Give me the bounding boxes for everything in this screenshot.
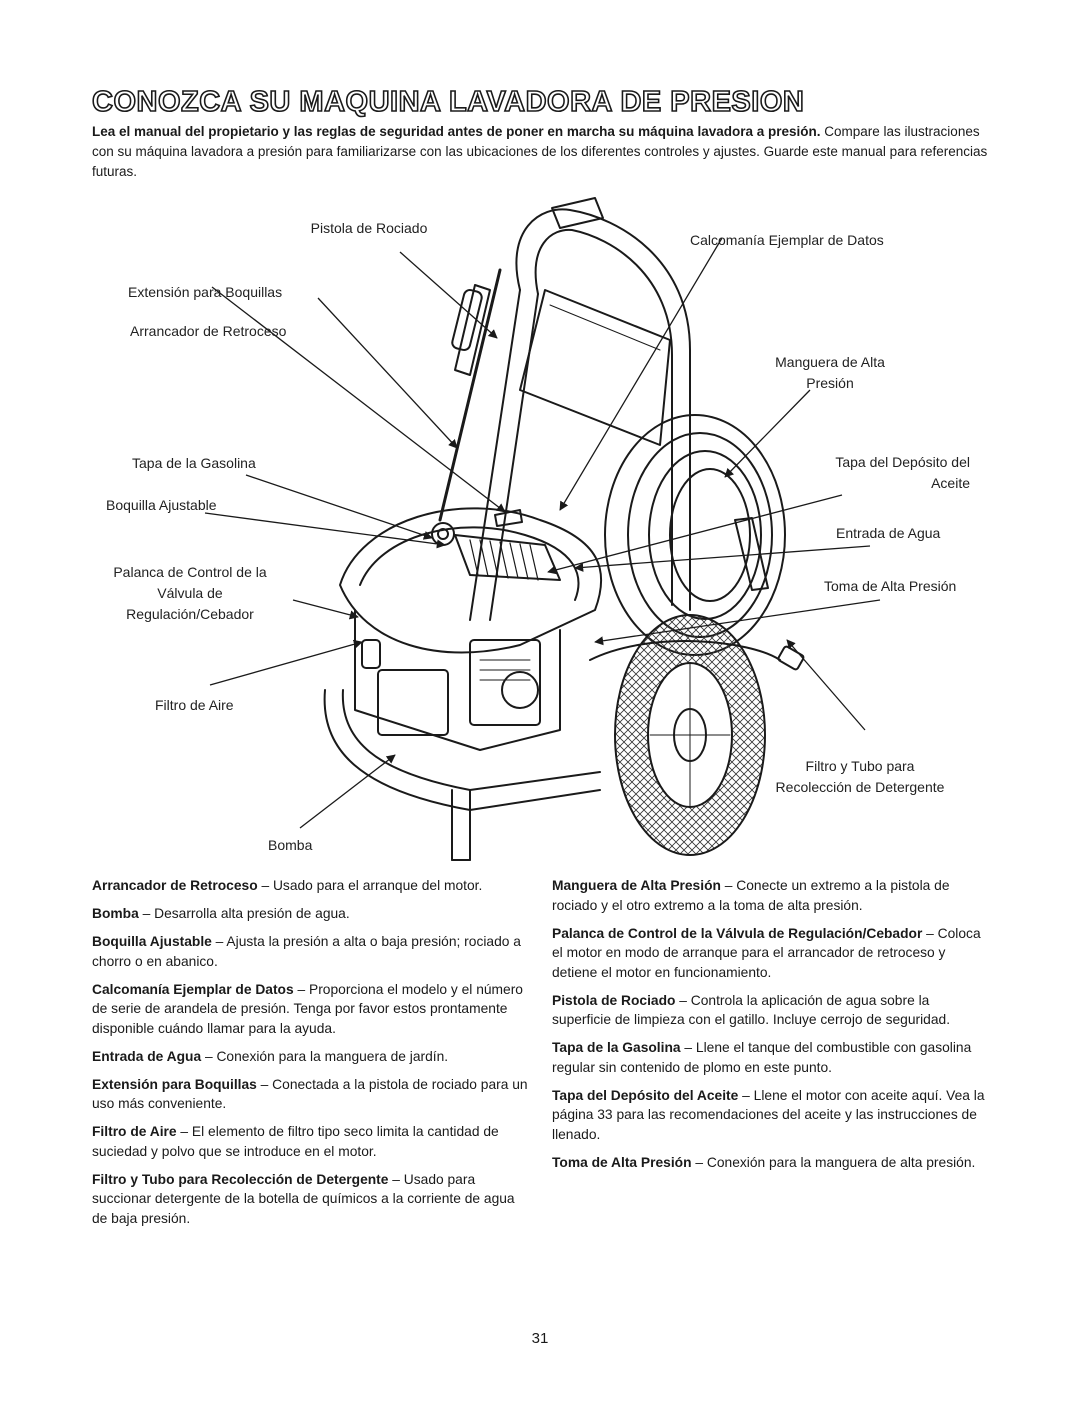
definition: – Conexión para la manguera de jardín. bbox=[201, 1048, 449, 1064]
label-oil-cap: Tapa del Depósito del Aceite bbox=[790, 452, 970, 494]
definition: – Conectada a la pistola de rociado para… bbox=[92, 1076, 528, 1112]
definition: – El elemento de filtro tipo seco limita… bbox=[92, 1124, 499, 1159]
label-detergent-line-1: Filtro y Tubo para bbox=[805, 758, 915, 774]
intro-text: Compare las ilustraciones con su máquina… bbox=[92, 124, 988, 179]
handle-grip bbox=[551, 197, 604, 229]
label-detergent-line-2: Recolección de Detergente bbox=[775, 779, 945, 795]
desc-data-decal: Calcomanía Ejemplar de Datos – Proporcio… bbox=[92, 980, 530, 1039]
desc-recoil-starter: Arrancador de Retroceso – Usado para el … bbox=[92, 876, 530, 896]
desc-high-pressure-outlet: Toma de Alta Presión – Conexión para la … bbox=[552, 1153, 992, 1173]
engine-body bbox=[354, 609, 561, 751]
label-high-pressure-hose: Manguera de Alta Presión bbox=[760, 352, 900, 394]
label-throttle-lever: Palanca de Control de la Válvula de Regu… bbox=[90, 562, 290, 625]
definition: – Usado para succionar detergente de la … bbox=[92, 1171, 515, 1226]
label-throttle-line-3: Regulación/Cebador bbox=[126, 606, 254, 622]
label-data-decal: Calcomanía Ejemplar de Datos bbox=[690, 232, 884, 248]
term: Pistola de Rociado bbox=[552, 992, 676, 1008]
desc-high-pressure-hose: Manguera de Alta Presión – Conecte un ex… bbox=[552, 876, 992, 915]
term: Entrada de Agua bbox=[92, 1048, 202, 1064]
label-fuel-cap: Tapa de la Gasolina bbox=[132, 455, 256, 471]
definition: – Conexión para la manguera de alta pres… bbox=[691, 1154, 976, 1170]
intro-bold-text: Lea el manual del propietario y las regl… bbox=[92, 124, 821, 139]
label-spray-gun: Pistola de Rociado bbox=[310, 220, 428, 236]
definition: – Conecte un extremo a la pistola de roc… bbox=[552, 878, 950, 913]
descriptions-left-column: Arrancador de Retroceso – Usado para el … bbox=[92, 876, 530, 1237]
label-detergent-filter: Filtro y Tubo para Recolección de Deterg… bbox=[760, 756, 960, 798]
desc-detergent-filter: Filtro y Tubo para Recolección de Deterg… bbox=[92, 1170, 530, 1229]
spray-gun bbox=[454, 284, 491, 376]
term: Palanca de Control de la Válvula de Regu… bbox=[552, 925, 923, 941]
spray-wand bbox=[438, 268, 502, 522]
term: Boquilla Ajustable bbox=[92, 934, 212, 949]
term: Manguera de Alta Presión bbox=[552, 878, 721, 893]
desc-spray-gun: Pistola de Rociado – Controla la aplicac… bbox=[552, 991, 992, 1030]
term: Filtro y Tubo para Recolección de Deterg… bbox=[92, 1171, 389, 1187]
term: Extensión para Boquillas bbox=[92, 1076, 257, 1092]
label-high-pressure-outlet: Toma de Alta Presión bbox=[824, 578, 957, 594]
definition: – Controla la aplicación de agua sobre l… bbox=[552, 992, 951, 1028]
label-throttle-line-1: Palanca de Control de la bbox=[113, 564, 267, 580]
page-title: CONOZCA SU MAQUINA LAVADORA DE PRESION bbox=[91, 85, 805, 119]
desc-fuel-cap: Tapa de la Gasolina – Llene el tanque de… bbox=[552, 1038, 992, 1077]
definition: – Llene el motor con aceite aquí. Vea la… bbox=[552, 1087, 985, 1142]
data-decal bbox=[519, 289, 671, 446]
label-water-inlet: Entrada de Agua bbox=[836, 525, 941, 541]
desc-water-inlet: Entrada de Agua – Conexión para la mangu… bbox=[92, 1047, 530, 1067]
definition: – Usado para el arranque del motor. bbox=[257, 878, 483, 893]
label-hose-line-2: Presión bbox=[806, 375, 854, 391]
definition: – Ajusta la presión a alta o baja presió… bbox=[92, 934, 521, 969]
page-number: 31 bbox=[531, 1330, 549, 1347]
descriptions-right-column: Manguera de Alta Presión – Conecte un ex… bbox=[552, 876, 992, 1181]
desc-oil-cap: Tapa del Depósito del Aceite – Llene el … bbox=[552, 1086, 992, 1145]
pump bbox=[377, 669, 449, 736]
engine-grille bbox=[454, 534, 561, 581]
air-filter bbox=[361, 639, 381, 669]
label-pump: Bomba bbox=[268, 837, 313, 853]
desc-nozzle-extension: Extensión para Boquillas – Conectada a l… bbox=[92, 1075, 530, 1114]
desc-air-filter: Filtro de Aire – El elemento de filtro t… bbox=[92, 1122, 530, 1161]
machine-drawing bbox=[323, 197, 805, 861]
term: Bomba bbox=[92, 906, 139, 921]
label-adjustable-nozzle: Boquilla Ajustable bbox=[106, 497, 217, 513]
term: Calcomanía Ejemplar de Datos bbox=[92, 981, 294, 997]
oil-cap bbox=[494, 509, 523, 527]
label-oil-line-1: Tapa del Depósito del bbox=[835, 454, 970, 470]
term: Filtro de Aire bbox=[92, 1124, 177, 1139]
intro-paragraph: Lea el manual del propietario y las regl… bbox=[92, 122, 992, 182]
term: Tapa de la Gasolina bbox=[552, 1040, 681, 1055]
engine-housing bbox=[339, 507, 603, 654]
definition: – Llene el tanque del combustible con ga… bbox=[552, 1040, 972, 1075]
frame-handle bbox=[515, 208, 691, 611]
label-nozzle-extension: Extensión para Boquillas bbox=[128, 284, 283, 300]
fuel-cap bbox=[431, 522, 455, 546]
base-frame bbox=[323, 689, 601, 811]
definition: – Proporciona el modelo y el número de s… bbox=[92, 981, 523, 1036]
pressure-washer-illustration bbox=[204, 197, 881, 861]
label-hose-line-1: Manguera de Alta bbox=[775, 354, 885, 370]
label-recoil-starter: Arrancador de Retroceso bbox=[130, 323, 287, 339]
label-throttle-line-2: Válvula de bbox=[157, 585, 223, 601]
term: Arrancador de Retroceso bbox=[92, 878, 258, 893]
label-air-filter: Filtro de Aire bbox=[155, 697, 234, 713]
desc-adjustable-nozzle: Boquilla Ajustable – Ajusta la presión a… bbox=[92, 932, 530, 971]
definition: – Desarrolla alta presión de agua. bbox=[138, 906, 350, 921]
term: Toma de Alta Presión bbox=[552, 1154, 692, 1170]
label-oil-line-2: Aceite bbox=[931, 475, 970, 491]
hose-end bbox=[734, 517, 769, 591]
desc-throttle-lever: Palanca de Control de la Válvula de Regu… bbox=[552, 924, 992, 983]
leader-lines bbox=[204, 237, 881, 829]
desc-pump: Bomba – Desarrolla alta presión de agua. bbox=[92, 904, 530, 924]
detergent-tube bbox=[589, 640, 781, 661]
definition: – Coloca el motor en modo de arranque pa… bbox=[552, 925, 981, 980]
pressure-washer-diagram: Pistola de Rociado Extensión para Boquil… bbox=[0, 190, 1080, 870]
term: Tapa del Depósito del Aceite bbox=[552, 1087, 739, 1103]
